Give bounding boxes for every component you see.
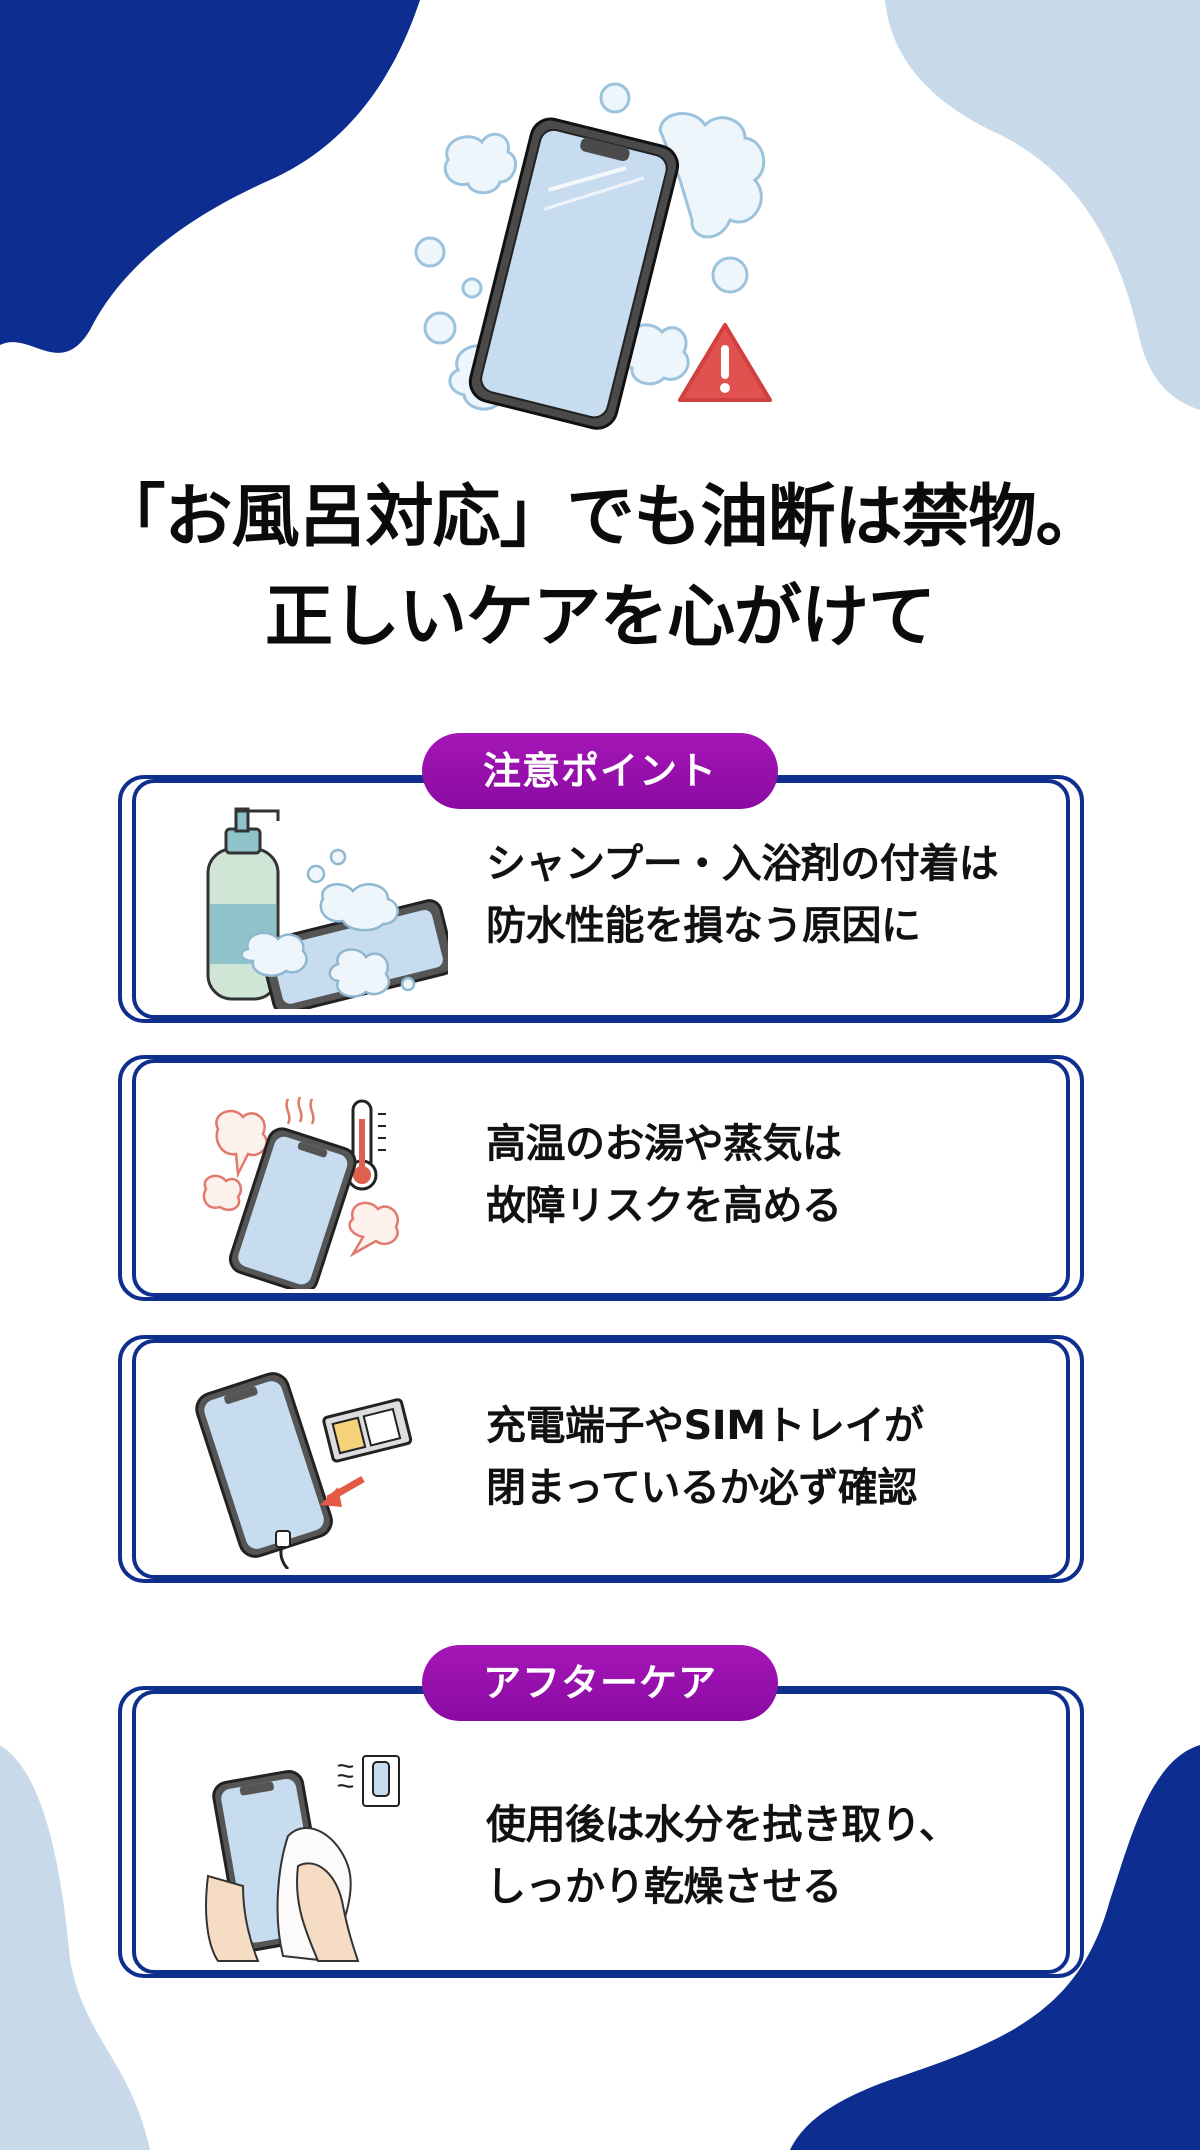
- thermometer-icon: [346, 1099, 386, 1191]
- card-text-line-2: 閉まっているか必ず確認: [486, 1465, 917, 1511]
- card-heat-caution: 高温のお湯や蒸気は 故障リスクを高める: [118, 1055, 1084, 1301]
- card-text-line-1: 使用後は水分を拭き取り、: [486, 1802, 959, 1848]
- card-text-line-2: しっかり乾燥させる: [486, 1864, 842, 1910]
- hot-phone-thermometer-icon: [202, 1096, 399, 1289]
- page-title: 「お風呂対応」でも油断は禁物。 正しいケアを心がけて: [0, 468, 1200, 668]
- blob-top-left: [0, 0, 420, 353]
- card-text-line-2: 防水性能を損なう原因に: [486, 903, 921, 949]
- card-text: 充電端子やSIMトレイが 閉まっているか必ず確認: [486, 1395, 924, 1519]
- card-sim-tray-caution: 充電端子やSIMトレイが 閉まっているか必ず確認: [118, 1335, 1084, 1583]
- card-frame-outer: [118, 1335, 1084, 1583]
- card-text-line-1: 充電端子やSIMトレイが: [486, 1403, 924, 1449]
- hair-dryer-wall-icon: [337, 1755, 400, 1807]
- card-frame-outer: [118, 1055, 1084, 1301]
- blob-bottom-left: [0, 1745, 150, 2150]
- hero-phone-bubbles-illustration: [414, 82, 772, 430]
- card-text: シャンプー・入浴剤の付着は 防水性能を損なう原因に: [486, 833, 999, 957]
- card-text: 使用後は水分を拭き取り、 しっかり乾燥させる: [486, 1794, 959, 1918]
- warning-triangle-icon: [678, 323, 772, 402]
- blob-bottom-right: [790, 1745, 1200, 2150]
- phone-sim-tray-icon: [195, 1372, 413, 1569]
- card-text: 高温のお湯や蒸気は 故障リスクを高める: [486, 1113, 842, 1237]
- phone-icon: [468, 117, 680, 430]
- section-label-caution-points: 注意ポイント: [422, 733, 778, 809]
- shampoo-phone-foam-icon: [206, 807, 448, 1009]
- card-after-care: 使用後は水分を拭き取り、 しっかり乾燥させる: [118, 1686, 1084, 1978]
- title-line-1: 「お風呂対応」でも油断は禁物。: [97, 478, 1103, 557]
- blob-top-right: [885, 0, 1200, 410]
- wipe-phone-towel-icon: [205, 1755, 400, 1963]
- card-text-line-1: 高温のお湯や蒸気は: [486, 1121, 842, 1167]
- title-line-2: 正しいケアを心がけて: [264, 578, 936, 657]
- card-text-line-1: シャンプー・入浴剤の付着は: [486, 841, 999, 887]
- sim-tray-icon: [322, 1398, 413, 1463]
- hand-icon: [205, 1874, 260, 1962]
- card-text-line-2: 故障リスクを高める: [486, 1183, 842, 1229]
- card-shampoo-caution: シャンプー・入浴剤の付着は 防水性能を損なう原因に: [118, 775, 1084, 1023]
- section-label-after-care: アフターケア: [422, 1645, 778, 1721]
